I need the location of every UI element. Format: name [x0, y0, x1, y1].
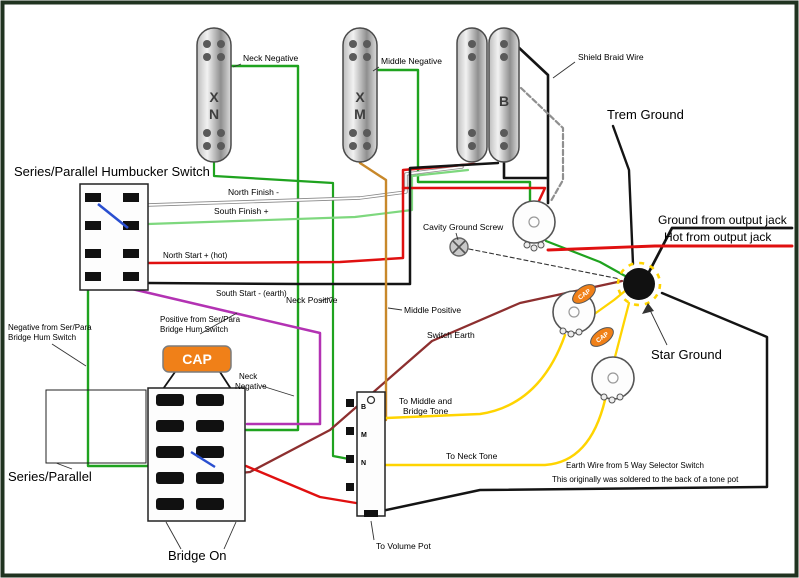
- label-positive-serpara-2: Bridge Hum Switch: [160, 325, 228, 334]
- label-north-finish: North Finish -: [228, 187, 279, 197]
- wire-north-finish: [147, 166, 463, 206]
- neck-pickup: X N: [196, 27, 232, 163]
- label-neck-negative-2-1: Neck: [239, 372, 258, 381]
- wire-red-bottom: [244, 464, 358, 505]
- selector-switch: B M N: [346, 391, 386, 517]
- label-to-volume-pot: To Volume Pot: [376, 541, 431, 551]
- label-ground-from-output-jack: Ground from output jack: [658, 213, 788, 227]
- pcb-lever-blue: [190, 450, 216, 469]
- volume-pot: [512, 200, 556, 252]
- wire-middle-positive: [358, 161, 388, 422]
- wire-hot-to-volume: [401, 186, 547, 205]
- wire-south-start: [146, 161, 500, 286]
- bridge-pickup-letter: B: [499, 93, 509, 109]
- wire-trem-ground: [611, 124, 635, 266]
- wire-neck-tone: [384, 398, 607, 467]
- label-to-middle-bridge-1: To Middle and: [399, 396, 452, 406]
- wire-neck-positive: [212, 161, 351, 461]
- label-neck-negative-2-2: Negative: [235, 382, 267, 391]
- wire-cavity-to-star: [468, 248, 621, 280]
- neck-tone-pot: [591, 356, 635, 404]
- label-switch-earth: Switch Earth: [427, 330, 475, 340]
- label-hot-from-output-jack: Hot from output jack: [664, 230, 772, 244]
- label-negative-serpara-2: Bridge Hum Switch: [8, 333, 76, 342]
- cap-component: CAP: [162, 345, 232, 373]
- series-parallel-bracket: [45, 389, 147, 464]
- bridge-humbucker-pickup: B: [456, 27, 520, 163]
- label-to-neck-tone: To Neck Tone: [446, 451, 498, 461]
- wires: [86, 43, 794, 514]
- label-south-finish: South Finish +: [214, 206, 269, 216]
- selector-b: B: [361, 404, 366, 411]
- star-ground-arrowhead: [642, 303, 654, 314]
- tone-cap-2: CAP: [590, 327, 614, 347]
- label-south-start: South Start - (earth): [216, 289, 287, 298]
- tone-cap-1: CAP: [572, 284, 596, 304]
- label-star-ground: Star Ground: [651, 347, 722, 362]
- wire-south-finish: [146, 168, 470, 226]
- selector-n: N: [361, 460, 366, 467]
- wire-negative-serpara: [86, 288, 151, 468]
- label-north-start: North Start + (hot): [163, 251, 228, 260]
- label-to-middle-bridge-2: Bridge Tone: [403, 406, 448, 416]
- neck-pickup-x: X: [209, 89, 219, 105]
- neck-pickup-letter: N: [209, 106, 219, 122]
- label-middle-positive: Middle Positive: [404, 305, 461, 315]
- label-bridge-on: Bridge On: [168, 548, 227, 563]
- wire-middle-bridge-tone: [384, 333, 567, 420]
- label-series-parallel: Series/Parallel: [8, 469, 92, 484]
- wire-positive-serpara: [130, 287, 322, 426]
- star-ground: [616, 261, 662, 307]
- label-negative-serpara-1: Negative from Ser/Para: [8, 323, 92, 332]
- wire-bridge-ground-branch: [502, 160, 549, 180]
- wire-earth-from-selector: [375, 291, 769, 514]
- middle-pickup-letter: M: [354, 106, 366, 122]
- switch-lever-blue: [97, 202, 129, 230]
- middle-pickup-x: X: [355, 89, 365, 105]
- wire-hot-output-jack: [546, 244, 794, 252]
- wire-bridge-ground: [514, 43, 550, 205]
- cavity-ground-screw: [449, 237, 469, 257]
- wire-ground-output-jack: [647, 226, 794, 274]
- leader-lines: [51, 61, 668, 550]
- label-earth-wire-2: This originally was soldered to the back…: [552, 475, 739, 484]
- selector-m: M: [361, 432, 367, 439]
- switch-pcb: [45, 387, 246, 522]
- wire-pot3-to-star: [613, 301, 631, 359]
- wire-shield-braid: [519, 86, 565, 203]
- humbucker-switch: [79, 183, 149, 291]
- label-neck-negative: Neck Negative: [243, 53, 299, 63]
- label-neck-positive: Neck Positive: [286, 295, 338, 305]
- label-trem-ground: Trem Ground: [607, 107, 684, 122]
- wire-cap-lead-left: [162, 371, 176, 390]
- label-positive-serpara-1: Positive from Ser/Para: [160, 315, 241, 324]
- label-cavity-ground-screw: Cavity Ground Screw: [423, 222, 504, 232]
- labels: Neck Negative Middle Negative Shield Bra…: [8, 52, 788, 563]
- wire-cap-lead-right: [219, 371, 232, 390]
- label-humbucker-switch-title: Series/Parallel Humbucker Switch: [14, 164, 210, 179]
- cap-label: CAP: [182, 351, 212, 367]
- label-middle-negative: Middle Negative: [381, 56, 442, 66]
- label-shield-braid-wire: Shield Braid Wire: [578, 52, 644, 62]
- middle-pickup: X M: [342, 27, 378, 163]
- wire-neck-negative: [229, 64, 300, 432]
- label-earth-wire-1: Earth Wire from 5 Way Selector Switch: [566, 461, 704, 470]
